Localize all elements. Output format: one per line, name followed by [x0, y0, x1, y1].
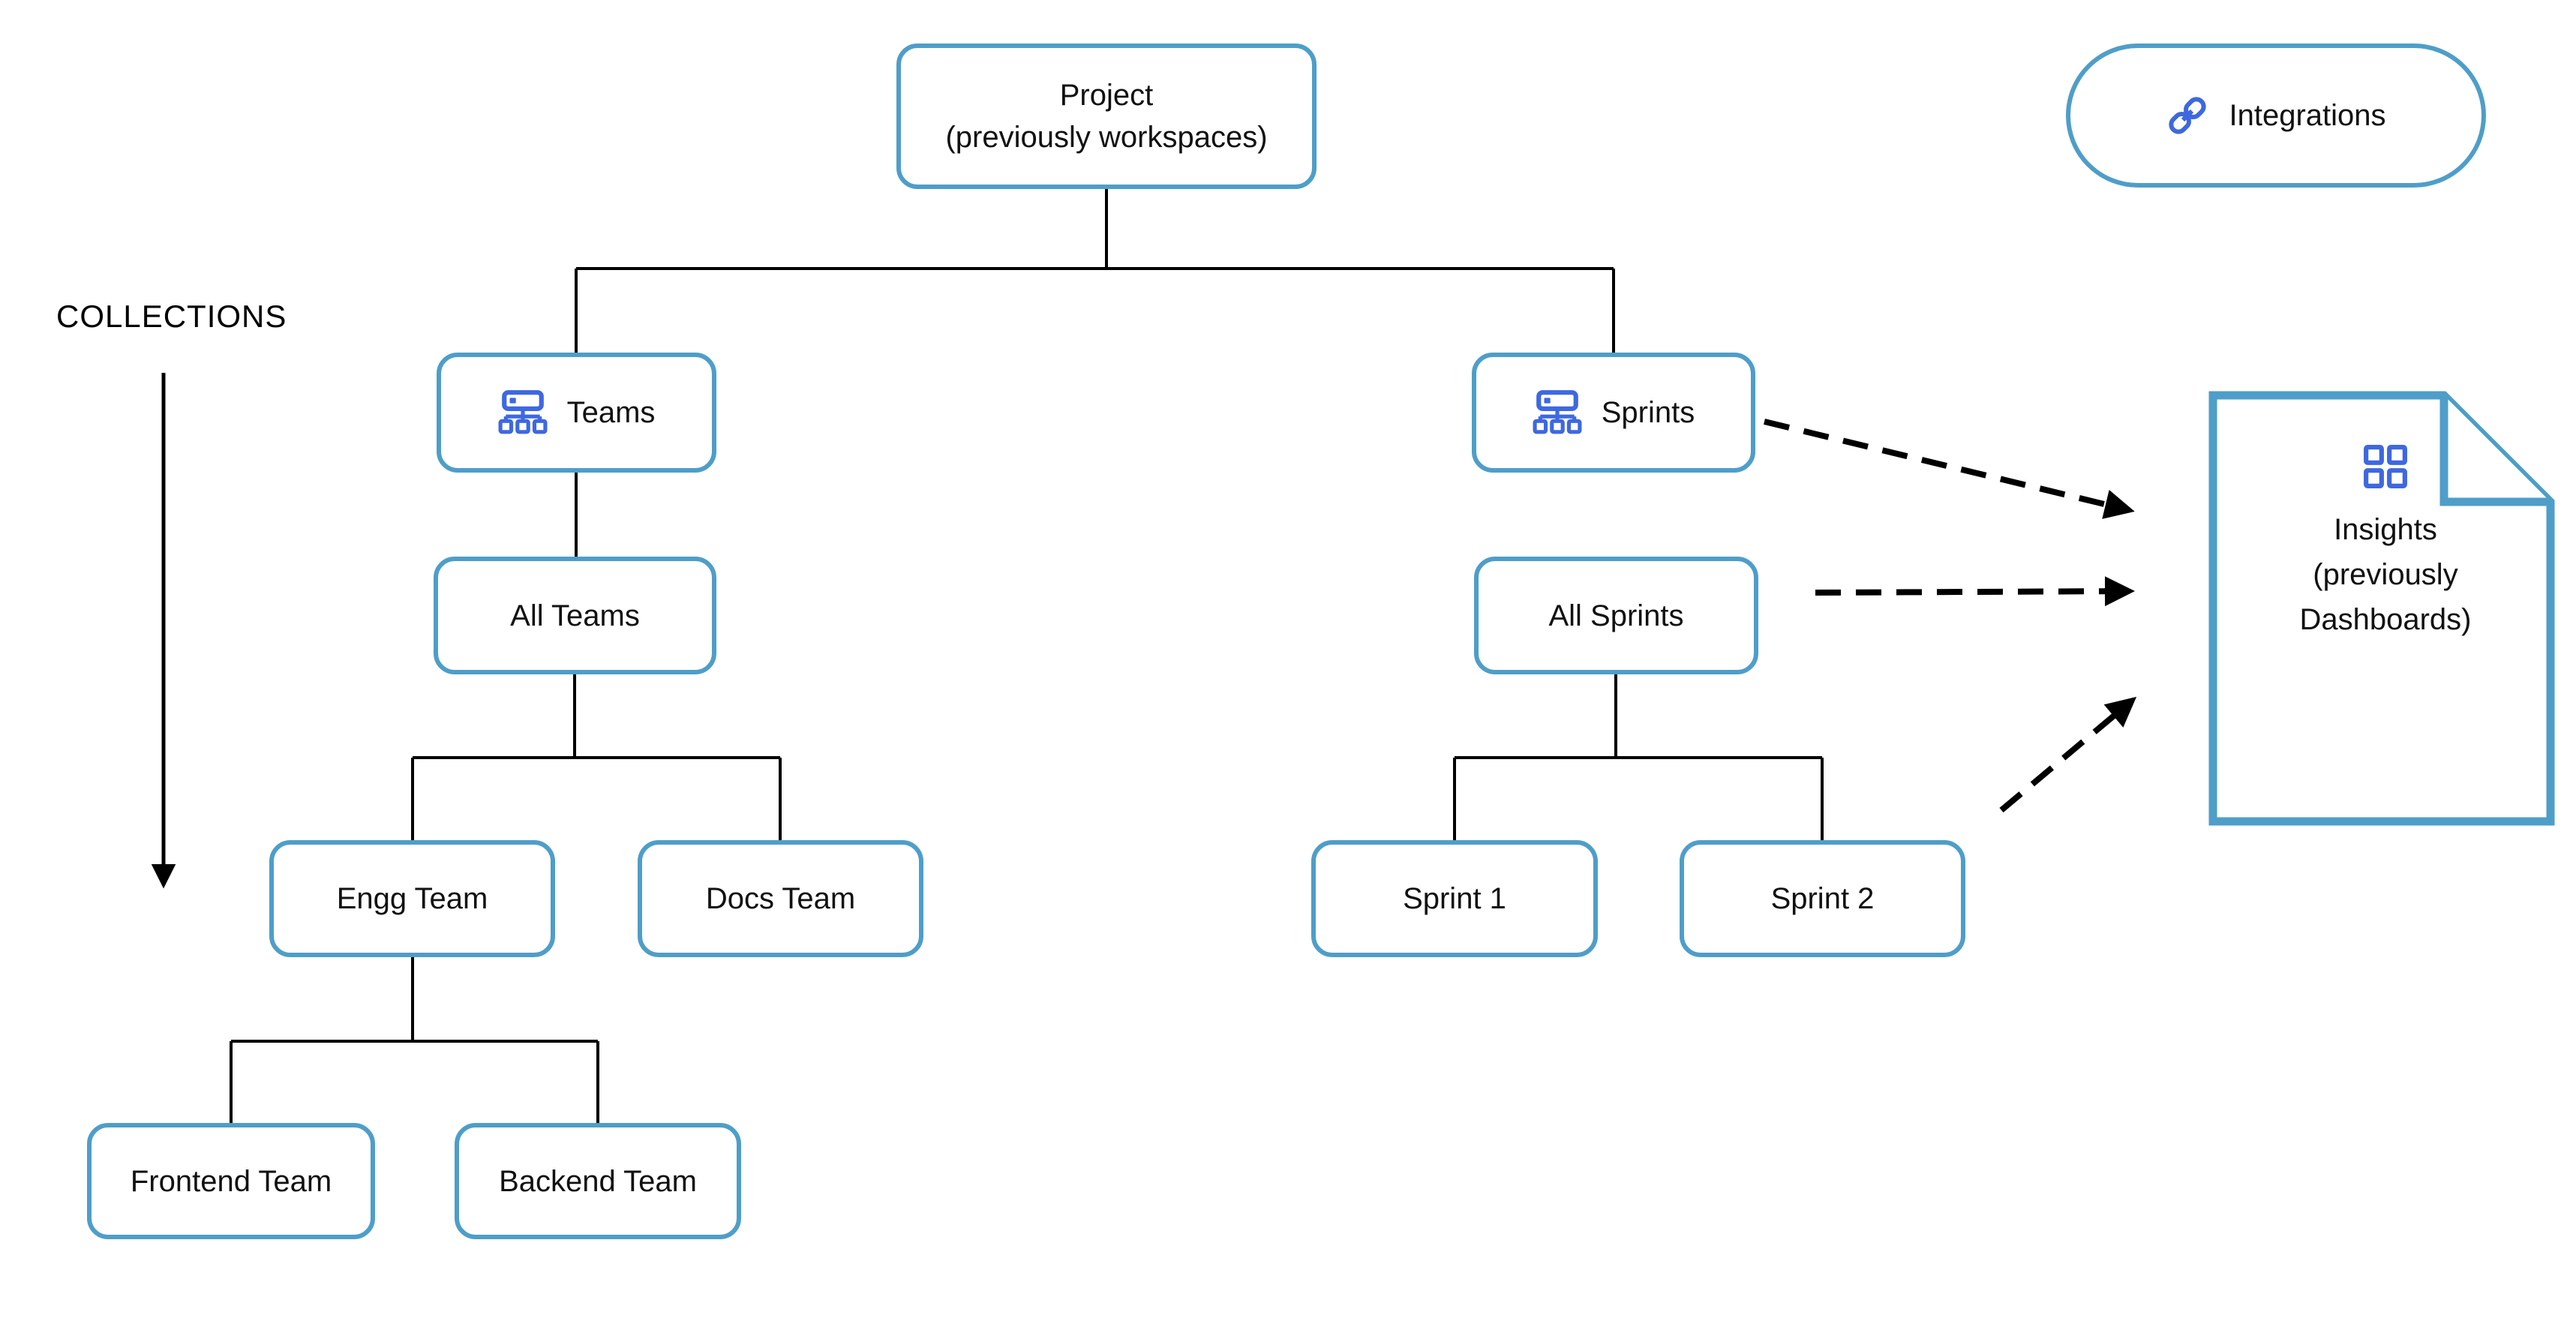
org-hierarchy-icon [1533, 390, 1582, 434]
backend-team-label: Backend Team [499, 1164, 697, 1198]
all-sprints-label: All Sprints [1548, 599, 1684, 632]
project-subtitle: (previously workspaces) [945, 121, 1268, 154]
node-teams: Teams [437, 353, 716, 473]
node-backend-team: Backend Team [455, 1123, 741, 1239]
node-integrations: Integrations [2066, 44, 2486, 188]
org-hierarchy-icon [498, 390, 548, 434]
dashed-arrows [1764, 419, 2137, 813]
node-insights: Insights (previously Dashboards) [2239, 444, 2532, 642]
link-icon [2169, 97, 2207, 134]
node-all-teams: All Teams [434, 557, 716, 674]
docs-team-label: Docs Team [705, 882, 856, 915]
insights-document-shape [2208, 391, 2555, 826]
node-all-sprints: All Sprints [1474, 557, 1758, 674]
node-frontend-team: Frontend Team [87, 1123, 375, 1239]
engg-team-label: Engg Team [336, 882, 488, 915]
project-title: Project [1059, 79, 1154, 112]
arrow-allsprints-to-insights [1815, 576, 2135, 607]
frontend-team-label: Frontend Team [130, 1164, 332, 1198]
tree-connectors [230, 189, 1824, 1123]
sprints-label: Sprints [1601, 396, 1695, 429]
node-project: Project (previously workspaces) [896, 44, 1317, 189]
dashboard-grid-icon [2364, 445, 2407, 488]
teams-label: Teams [566, 396, 656, 429]
sprint-2-label: Sprint 2 [1770, 882, 1875, 915]
collections-label: COLLECTIONS [56, 299, 287, 334]
all-teams-label: All Teams [510, 599, 640, 632]
arrow-sprints-to-insights [1764, 419, 2135, 519]
integrations-label: Integrations [2229, 99, 2386, 132]
insights-title: Insights [2334, 513, 2437, 546]
node-sprint-2: Sprint 2 [1680, 840, 1965, 957]
insights-subtitle-2: Dashboards) [2299, 603, 2472, 636]
node-engg-team: Engg Team [269, 840, 555, 957]
arrow-sprint-to-insights [1999, 696, 2137, 813]
node-docs-team: Docs Team [638, 840, 923, 957]
sprint-1-label: Sprint 1 [1403, 882, 1506, 915]
node-sprints: Sprints [1472, 353, 1755, 473]
node-sprint-1: Sprint 1 [1311, 840, 1598, 957]
insights-subtitle-1: (previously [2313, 558, 2458, 591]
